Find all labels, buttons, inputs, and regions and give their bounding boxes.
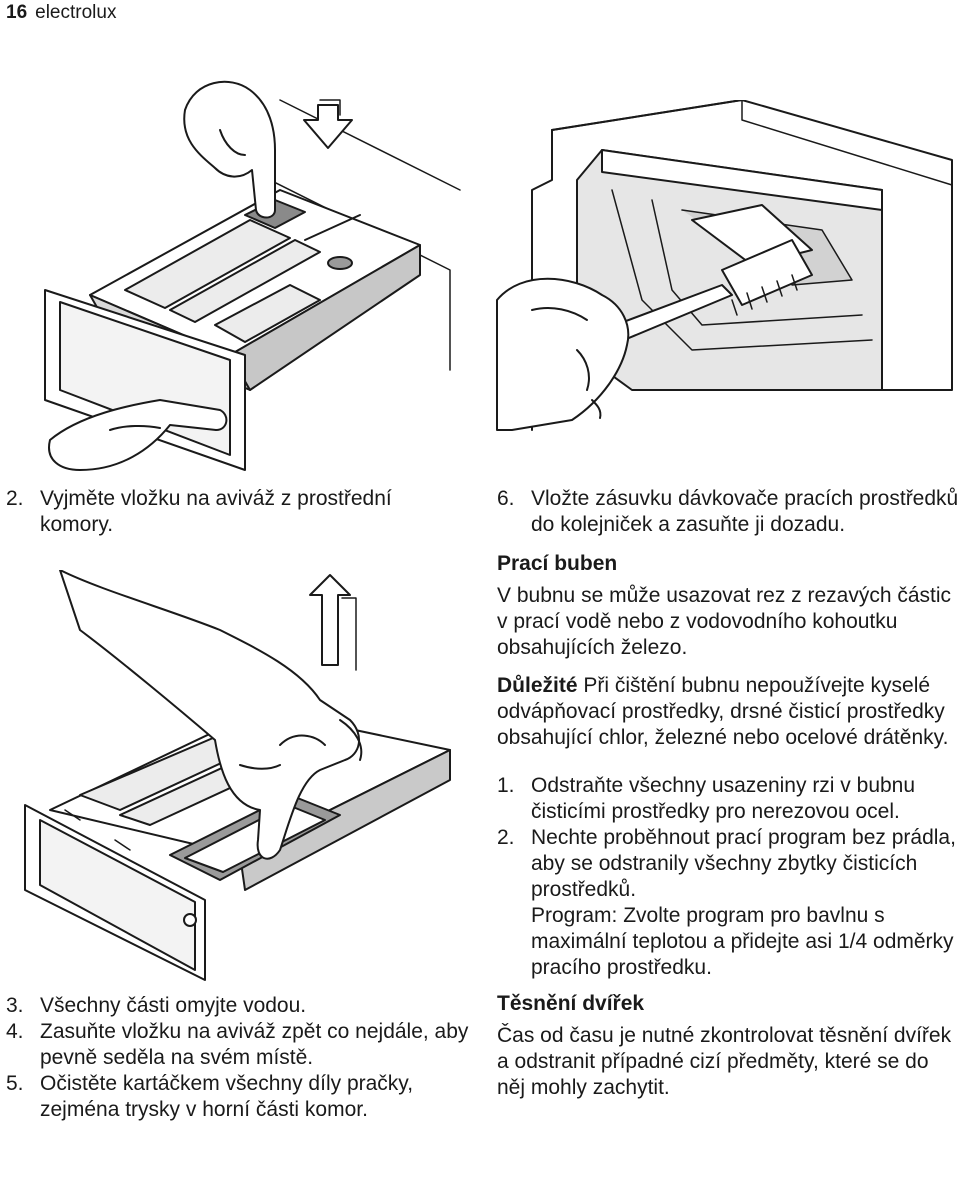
list-item: 3. Všechny části omyjte vodou.	[6, 993, 470, 1019]
figure-remove-insert	[44, 80, 461, 471]
list-item: 2. Nechte proběhnout prací program bez pr…	[497, 825, 959, 903]
step-number: 2.	[497, 826, 515, 849]
list-item: 1. Odstraňte všechny usazeniny rzi v bubn…	[497, 773, 959, 825]
important-note: Důležité Při čištění bubnu nepoužívejte …	[497, 673, 959, 751]
steps-3-5: 3. Všechny části omyjte vodou. 4. Zasuňte …	[6, 993, 470, 1123]
step-text: Všechny části omyjte vodou.	[40, 994, 307, 1017]
brand-name: electrolux	[35, 2, 117, 23]
right-column: 6. Vložte zásuvku dávkovače pracích prost…	[497, 486, 959, 1101]
step-number: 3.	[6, 994, 24, 1017]
list-item: 5. Očistěte kartáčkem všechny díly pračky…	[6, 1071, 470, 1123]
step-number	[497, 903, 531, 981]
important-label: Důležité	[497, 674, 578, 697]
section-heading-drum: Prací buben	[497, 552, 618, 575]
step-number: 2.	[6, 487, 24, 510]
drum-steps: 1. Odstraňte všechny usazeniny rzi v bubn…	[497, 773, 959, 981]
important-text: Při čištění bubnu nepoužívejte kyselé od…	[497, 674, 949, 749]
step-number: 5.	[6, 1072, 24, 1095]
list-item: 4. Zasuňte vložku na aviváž zpět co nejdá…	[6, 1019, 470, 1071]
seal-text: Čas od času je nutné zkontrolovat těsněn…	[497, 1024, 952, 1099]
list-item: Program: Zvolte program pro bavlnu s max…	[497, 903, 959, 981]
step-text: Vyjměte vložku na aviváž z prostřední ko…	[40, 487, 392, 536]
step-number: 4.	[6, 1020, 24, 1043]
step-6: 6. Vložte zásuvku dávkovače pracích prost…	[497, 486, 959, 538]
drum-text: V bubnu se může usazovat rez z rezavých …	[497, 584, 952, 659]
figure-brush-recess	[496, 100, 953, 431]
page-number: 16	[6, 2, 28, 23]
step-text: Program: Zvolte program pro bavlnu s max…	[531, 904, 954, 979]
step-number: 6.	[497, 487, 515, 510]
step-number: 1.	[497, 774, 515, 797]
step-text: Odstraňte všechny usazeniny rzi v bubnu …	[531, 774, 916, 823]
page-header: 16 electrolux	[6, 2, 116, 24]
step-text: Zasuňte vložku na aviváž zpět co nejdále…	[40, 1020, 469, 1069]
step-text: Očistěte kartáčkem všechny díly pračky, …	[40, 1072, 414, 1121]
figure-insert-replace	[24, 570, 451, 981]
step-text: Nechte proběhnout prací program bez prád…	[531, 826, 956, 901]
section-heading-seal: Těsnění dvířek	[497, 992, 645, 1015]
step-text: Vložte zásuvku dávkovače pracích prostře…	[531, 487, 959, 536]
step-2: 2. Vyjměte vložku na aviváž z prostřední …	[6, 486, 470, 538]
